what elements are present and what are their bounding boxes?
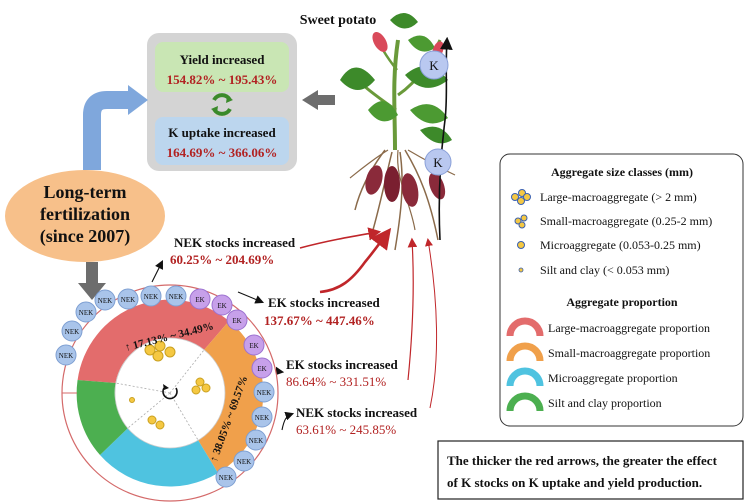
- svg-text:NEK: NEK: [249, 437, 263, 445]
- svg-text:NEK: NEK: [169, 293, 183, 301]
- ek-badge: EK: [226, 309, 248, 331]
- svg-text:EK: EK: [195, 296, 204, 304]
- nek-badge: NEK: [253, 381, 275, 403]
- svg-text:NEK: NEK: [237, 458, 251, 466]
- nek-badge: NEK: [215, 466, 237, 488]
- large-macro-arc: [506, 317, 544, 337]
- svg-text:NEK: NEK: [65, 328, 79, 336]
- svg-text:NEK: NEK: [144, 293, 158, 301]
- nek-badge: NEK: [61, 320, 83, 342]
- k-uptake-box: [155, 117, 289, 165]
- large-macro-sector: [77, 299, 229, 383]
- red-arrow-nek-upper: [299, 227, 382, 249]
- legend-box: [499, 153, 744, 427]
- legend-size-item-3: Microaggregate (0.053-0.25 mm): [540, 238, 701, 252]
- aggregate-circle: [61, 284, 279, 502]
- cycle-icon: [211, 93, 233, 116]
- red-arrow-nek-lower: [425, 238, 438, 409]
- svg-text:NEK: NEK: [59, 352, 73, 360]
- svg-text:EK: EK: [249, 342, 258, 350]
- annotation-4-title: NEK stocks increased: [296, 405, 418, 420]
- fertilization-line2: fertilization: [40, 204, 130, 224]
- k-label-lower: K: [433, 155, 443, 170]
- note-line1: The thicker the red arrows, the greater …: [447, 453, 718, 468]
- ek-badge: EK: [211, 294, 233, 316]
- sweet-potato-illustration: [340, 12, 456, 251]
- svg-text:NEK: NEK: [98, 297, 112, 305]
- k-label-upper: K: [429, 58, 439, 73]
- svg-text:NEK: NEK: [255, 414, 269, 422]
- yield-range: 154.82% ~ 195.43%: [167, 72, 278, 87]
- fertilization-line3: (since 2007): [40, 226, 130, 247]
- legend-prop-item-3: Microaggregate proportion: [548, 371, 678, 385]
- silt-clay-icon: [518, 267, 524, 273]
- ek-badge: EK: [189, 288, 211, 310]
- nek-badge: NEK: [233, 450, 255, 472]
- nek-ek-badges: NEK NEK NEK NEK EK EK EK EK EK NEK NEK N…: [55, 285, 275, 488]
- svg-text:EK: EK: [257, 365, 266, 373]
- small-macro-arc: [506, 342, 544, 362]
- svg-text:NEK: NEK: [79, 309, 93, 317]
- ek-badge: EK: [243, 334, 265, 356]
- grey-arrow-down-head: [78, 283, 106, 300]
- annotation-1-range: 60.25% ~ 204.69%: [170, 252, 274, 267]
- red-arrow-ek-lower: [407, 237, 418, 381]
- connector-1: [151, 260, 163, 283]
- connector-4: [281, 411, 295, 431]
- legend-prop-item-2: Small-macroaggregate proportion: [548, 346, 710, 360]
- large-macro-icon: [511, 189, 531, 205]
- note-box: [437, 440, 744, 500]
- small-macro-icon: [514, 214, 528, 229]
- annotation-2-title: EK stocks increased: [268, 295, 380, 310]
- svg-text:NEK: NEK: [219, 474, 233, 482]
- micro-sector: [100, 428, 218, 487]
- svg-text:NEK: NEK: [257, 389, 271, 397]
- nek-badge: NEK: [55, 344, 77, 366]
- red-arrow-ek-upper: [319, 227, 392, 294]
- k-uptake-range: 164.69% ~ 366.06%: [167, 145, 278, 160]
- k-circle-upper: [419, 50, 449, 80]
- legend-size-item-1: Large-macroaggregate (> 2 mm): [540, 190, 697, 204]
- blue-arrow-shaft: [83, 91, 130, 170]
- legend-size-item-4: Silt and clay (< 0.053 mm): [540, 263, 669, 277]
- legend-size-item-2: Small-macroaggregate (0.25-2 mm): [540, 214, 712, 228]
- micro-icon: [517, 241, 525, 249]
- silt-clay-arc: [506, 392, 544, 412]
- micro-arc: [506, 367, 544, 387]
- annotation-1-title: NEK stocks increased: [174, 235, 296, 250]
- nek-badge: NEK: [140, 285, 162, 307]
- legend-prop-title: Aggregate proportion: [566, 295, 678, 309]
- nek-badge: NEK: [117, 288, 139, 310]
- svg-text:EK: EK: [232, 317, 241, 325]
- legend-size-title: Aggregate size classes (mm): [551, 165, 693, 179]
- annotation-3-title: EK stocks increased: [286, 357, 398, 372]
- fertilization-ellipse: [5, 170, 165, 262]
- yield-box: [155, 42, 289, 92]
- fertilization-line1: Long-term: [44, 182, 127, 202]
- yield-title: Yield increased: [180, 52, 266, 67]
- k-uptake-title: K uptake increased: [168, 125, 276, 140]
- svg-text:NEK: NEK: [121, 296, 135, 304]
- legend-prop-item-1: Large-macroaggregate proportion: [548, 321, 710, 335]
- nek-badge: NEK: [165, 285, 187, 307]
- plant-title: Sweet potato: [300, 13, 377, 28]
- nek-badge: NEK: [94, 289, 116, 311]
- blue-arrow-head: [128, 85, 148, 115]
- connector-2: [237, 291, 265, 304]
- nek-badge: NEK: [251, 406, 273, 428]
- ek-badge: EK: [251, 357, 273, 379]
- annotation-4-range: 63.61% ~ 245.85%: [296, 422, 396, 437]
- k-circle-lower: [424, 148, 452, 176]
- nek-badge: NEK: [245, 429, 267, 451]
- svg-text:EK: EK: [217, 302, 226, 310]
- grey-arrow-plant-head: [302, 90, 318, 110]
- nek-badge: NEK: [75, 301, 97, 323]
- legend-prop-item-4: Silt and clay proportion: [548, 396, 662, 410]
- annotation-3-range: 86.64% ~ 331.51%: [286, 374, 386, 389]
- silt-clay-sector: [76, 380, 128, 455]
- note-line2: of K stocks on K uptake and yield produc…: [447, 475, 702, 490]
- annotation-2-range: 137.67% ~ 447.46%: [264, 313, 375, 328]
